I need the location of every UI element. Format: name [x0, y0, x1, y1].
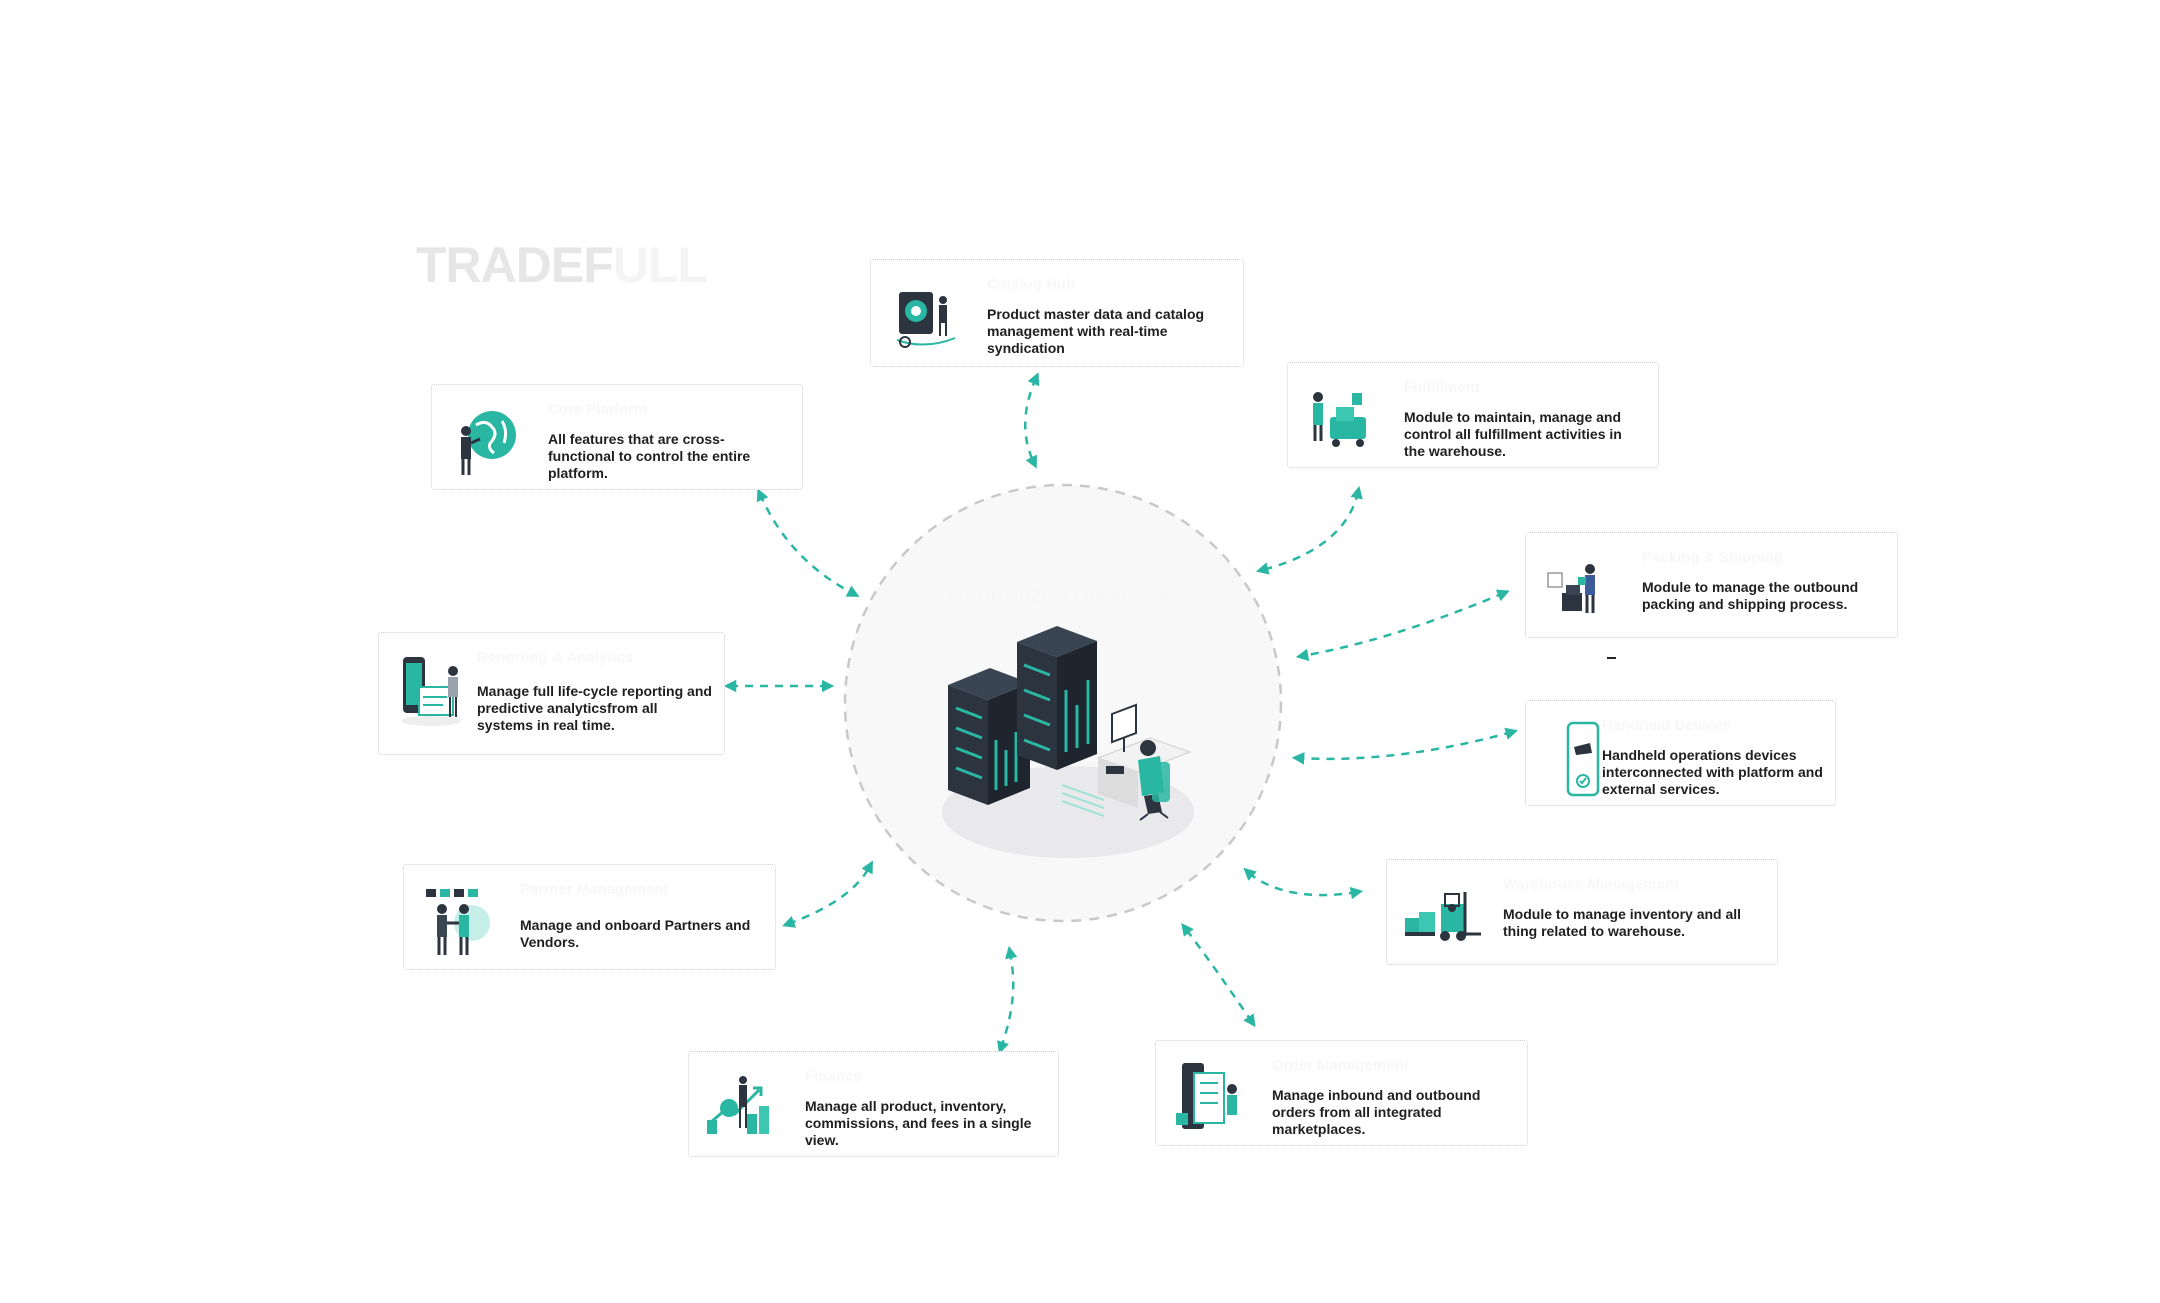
module-title: Catalog Hub	[987, 276, 1076, 293]
forklift-illustration-icon	[1405, 892, 1481, 941]
fulfillment-illustration-icon	[1313, 392, 1366, 447]
logo-text-faded: ULL	[612, 237, 708, 293]
partnership-illustration-icon	[426, 889, 490, 955]
connector-orders	[1181, 923, 1256, 1028]
dash-mark	[1607, 657, 1616, 659]
hub-title: Centralized Database	[948, 582, 1172, 607]
module-title: Packing & Shipping	[1642, 549, 1783, 566]
module-title: Partner Management	[520, 881, 669, 898]
module-description: Manage all product, inventory, commissio…	[805, 1098, 1032, 1148]
globe-illustration-icon	[461, 411, 516, 475]
module-description: Manage and onboard Partners and Vendors.	[520, 917, 751, 950]
module-title: Core Platform	[548, 401, 648, 418]
shipping-illustration-icon	[1547, 564, 1595, 613]
module-title: Warehouse Management	[1503, 876, 1680, 893]
module-description: Manage inbound and outbound orders from …	[1272, 1087, 1481, 1137]
module-description: Manage full life-cycle reporting and pre…	[477, 683, 712, 733]
module-card-partners: Partner Management Manage and onboard Pa…	[403, 864, 776, 970]
module-card-warehouse: Warehouse Management Module to manage in…	[1386, 859, 1778, 965]
module-description: Module to manage inventory and all thing…	[1503, 906, 1742, 939]
connector-warehouse	[1243, 867, 1364, 900]
module-description: Module to manage the outbound packing an…	[1642, 579, 1859, 612]
finance-growth-illustration-icon	[707, 1076, 769, 1134]
catalog-illustration-icon	[896, 292, 956, 348]
module-description: Handheld operations devices interconnect…	[1602, 747, 1823, 797]
orders-illustration-icon	[1176, 1063, 1237, 1129]
module-title: Order Management	[1272, 1057, 1409, 1074]
mobile-device-illustration-icon	[1566, 721, 1600, 797]
database-servers-icon	[942, 626, 1194, 858]
tradefull-logo: TRADEFULL	[416, 236, 708, 294]
analytics-illustration-icon	[401, 657, 461, 726]
connector-fulfillment	[1255, 485, 1363, 575]
module-title: Handheld Devices	[1602, 717, 1732, 734]
module-card-analytics: Reporting & Analytics Manage full life-c…	[378, 632, 725, 755]
module-title: Fulfillment	[1404, 379, 1480, 396]
module-card-orders: Order Management Manage inbound and outb…	[1155, 1040, 1528, 1146]
module-description: Product master data and catalog manageme…	[987, 306, 1205, 356]
module-card-catalog: Catalog Hub Product master data and cata…	[870, 259, 1244, 367]
connector-finance	[997, 945, 1018, 1054]
module-card-core: Core Platform All features that are cros…	[431, 384, 803, 490]
connector-devices	[1291, 727, 1519, 765]
connector-core	[756, 488, 860, 597]
connector-shipping	[1295, 589, 1510, 662]
module-title: Finance	[805, 1068, 862, 1085]
module-description: Module to maintain, manage and control a…	[1404, 409, 1622, 459]
logo-text-main: TRADEF	[416, 237, 614, 293]
module-card-devices: Handheld Devices Handheld operations dev…	[1525, 700, 1836, 806]
module-card-finance: Finance Manage all product, inventory, c…	[688, 1051, 1059, 1157]
module-description: All features that are cross-functional t…	[548, 431, 751, 481]
module-title: Reporting & Analytics	[477, 649, 634, 666]
module-card-fulfillment: Fulfillment Module to maintain, manage a…	[1287, 362, 1659, 468]
connector-partners	[782, 860, 873, 928]
connector-catalog	[1024, 372, 1040, 469]
module-card-shipping: Packing & Shipping Module to manage the …	[1525, 532, 1898, 638]
